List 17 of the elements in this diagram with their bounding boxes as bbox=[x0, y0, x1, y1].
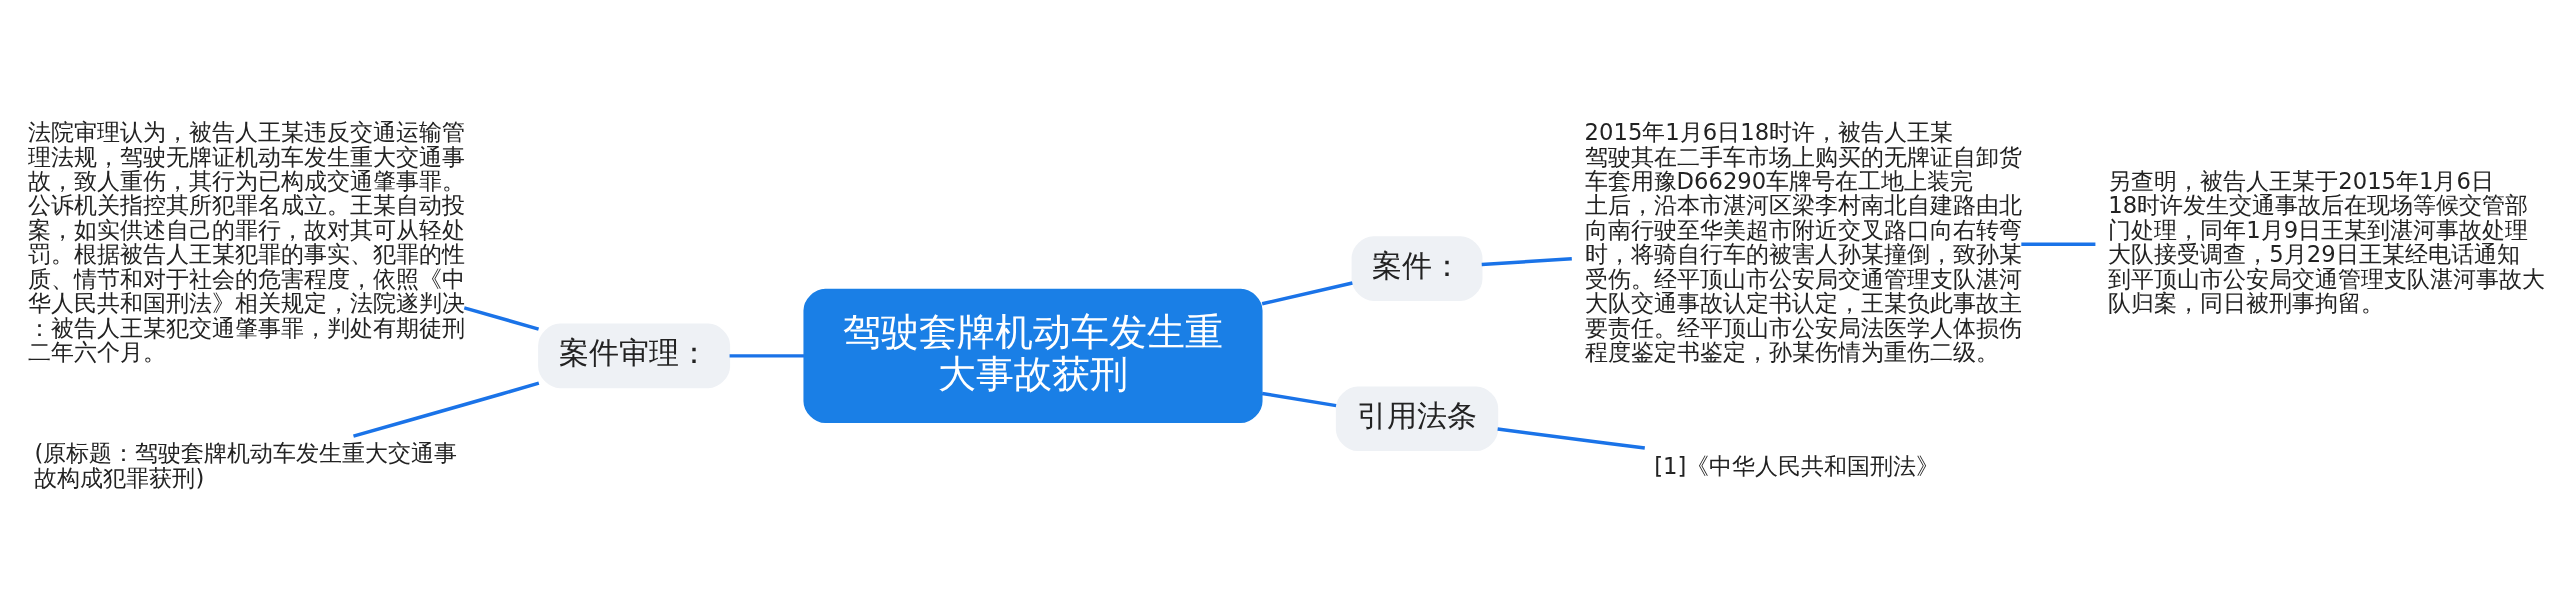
node-box: 引用法条 bbox=[1335, 386, 1499, 451]
node-box: 案件： bbox=[1351, 236, 1483, 301]
node-box: 驾驶套牌机动车发生重大事故获刑 bbox=[803, 288, 1263, 424]
node-text: 2015年1月6日18时许，被告人王某驾驶其在二手车市场上购买的无牌证自卸货车套用豫D66290车牌号在工地上装完土后，沿本市湛河区梁李村南北自建路由北向南行驶至华美超市附近交叉路口向右转弯时，将骑自行车的被害人孙某撞倒，致孙某受伤。经平顶山市公安局交通管理支队湛河大队交通事故认定书认定，王某负此事故主要责任。经平顶山市公安局法医学人体损伤程度鉴定书鉴定，孙某伤情为重伤二级。 bbox=[1584, 119, 2022, 366]
node-text: 另查明，被告人王某于2015年1月6日18时许发生交通事故后在现场等候交管部门处理，同年1月9日王某到湛河事故处理大队接受调查，5月29日王某经电话通知到平顶山市公安局交通管理支队湛河事故大队归案，同日被刑事拘留。 bbox=[2108, 168, 2546, 317]
node-box: 案件审理： bbox=[538, 323, 731, 389]
connector bbox=[353, 381, 540, 438]
connector bbox=[2021, 242, 2096, 246]
node-text: (原标题：驾驶套牌机动车发生重大交通事故构成犯罪获刑) bbox=[34, 440, 458, 491]
connector bbox=[729, 354, 804, 358]
connector bbox=[463, 306, 540, 331]
connector bbox=[1261, 281, 1353, 306]
node-text: [1]《中华人民共和国刑法》 bbox=[1654, 452, 1940, 479]
connector bbox=[1497, 427, 1645, 450]
connector bbox=[1481, 256, 1572, 267]
connector bbox=[1261, 391, 1337, 408]
node-text: 法院审理认为，被告人王某违反交通运输管理法规，驾驶无牌证机动车发生重大交通事故，致人重伤，其行为已构成交通肇事罪。公诉机关指控其所犯罪名成立。王某自动投案，如实供述自己的罪行，故对其可从轻处罚。根据被告人王某犯罪的事实、犯罪的性质、情节和对于社会的危害程度，依照《中华人民共和国刑法》相关规定，法院遂判决：被告人王某犯交通肇事罪，判处有期徒刑二年六个月。 bbox=[27, 119, 465, 366]
